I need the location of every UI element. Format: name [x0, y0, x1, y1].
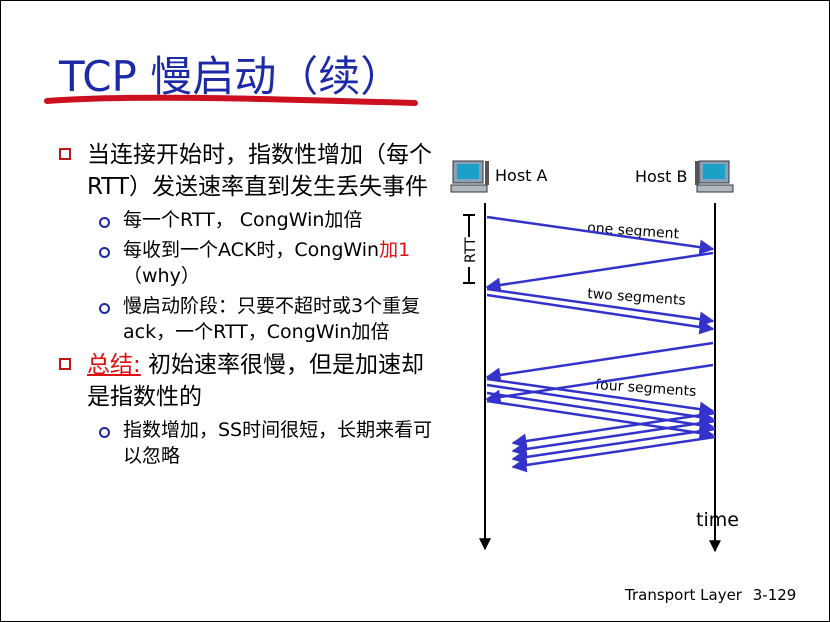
sub-bullet-1-2-post: （why）	[123, 265, 200, 287]
bullet-2: 总结: 初始速率很慢，但是加速却是指数性的	[57, 349, 437, 413]
title-underline	[44, 94, 418, 106]
computer-icon-host-a	[450, 160, 489, 193]
two-segments-label: two segments	[587, 286, 687, 309]
slide-footer: Transport Layer 3-129	[625, 586, 796, 604]
sub-bullet-1-3: 慢启动阶段：只要不超时或3个重复ack，一个RTT，CongWin加倍	[57, 293, 437, 345]
ack-arrows	[485, 251, 716, 473]
ack-arrow	[485, 251, 714, 293]
ack-arrow	[511, 435, 716, 473]
four-segments-label: four segments	[595, 377, 697, 400]
segment-arrow	[486, 391, 715, 433]
ack-arrow	[485, 363, 714, 405]
sub-bullet-1-3-text: 慢启动阶段：只要不超时或3个重复ack，一个RTT，CongWin加倍	[123, 295, 421, 343]
sub-bullet-1-2-highlight: 加1	[379, 239, 411, 261]
ack-arrow	[511, 411, 716, 449]
sub-bullet-2-1: 指数增加，SS时间很短，长期来看可以忽略	[57, 417, 437, 469]
circle-bullet-icon	[99, 217, 110, 228]
segment-arrow	[486, 377, 715, 417]
sub-bullet-2-1-text: 指数增加，SS时间很短，长期来看可以忽略	[123, 419, 433, 467]
host-b-label: Host B	[635, 167, 688, 186]
circle-bullet-icon	[99, 427, 110, 438]
host-a-label: Host A	[495, 166, 548, 185]
sub-bullet-1-1: 每一个RTT， CongWin加倍	[57, 207, 437, 233]
one-segment-label: one segment	[587, 220, 680, 242]
ack-arrow	[511, 419, 716, 457]
segment-arrow	[486, 215, 715, 255]
ack-arrow	[485, 341, 714, 383]
bullet-2-text: 初始速率很慢，但是加速却是指数性的	[87, 352, 425, 410]
footer-title: Transport Layer	[625, 586, 742, 604]
computer-icon-host-b	[695, 160, 734, 193]
rtt-bracket	[461, 214, 477, 284]
circle-bullet-icon	[99, 247, 110, 258]
slow-start-diagram: Host A Host B RTT one segment two segmen…	[450, 160, 739, 553]
slide-number: 3-129	[752, 586, 797, 604]
segment-arrow	[486, 293, 715, 335]
square-bullet-icon	[59, 148, 71, 160]
time-label: time	[696, 509, 739, 531]
square-bullet-icon	[59, 358, 71, 370]
summary-label: 总结:	[87, 352, 141, 378]
sub-bullet-1-1-text: 每一个RTT， CongWin加倍	[123, 209, 363, 231]
bullet-list: 当连接开始时，指数性增加（每个RTT）发送速率直到发生丢失事件 每一个RTT， …	[57, 139, 437, 473]
segment-arrows	[486, 215, 715, 441]
sub-bullet-1-2-pre: 每收到一个ACK时，CongWin	[123, 239, 380, 261]
ack-arrow	[511, 427, 716, 465]
segment-arrow	[486, 287, 715, 327]
rtt-label: RTT	[463, 237, 479, 263]
bullet-1: 当连接开始时，指数性增加（每个RTT）发送速率直到发生丢失事件	[57, 139, 437, 203]
slide-title: TCP 慢启动（续）	[59, 52, 403, 101]
circle-bullet-icon	[99, 303, 110, 314]
segment-arrow	[486, 399, 715, 441]
segment-arrow	[486, 383, 715, 425]
bullet-1-text: 当连接开始时，指数性增加（每个RTT）发送速率直到发生丢失事件	[87, 142, 432, 200]
sub-bullet-1-2: 每收到一个ACK时，CongWin加1 （why）	[57, 237, 437, 289]
